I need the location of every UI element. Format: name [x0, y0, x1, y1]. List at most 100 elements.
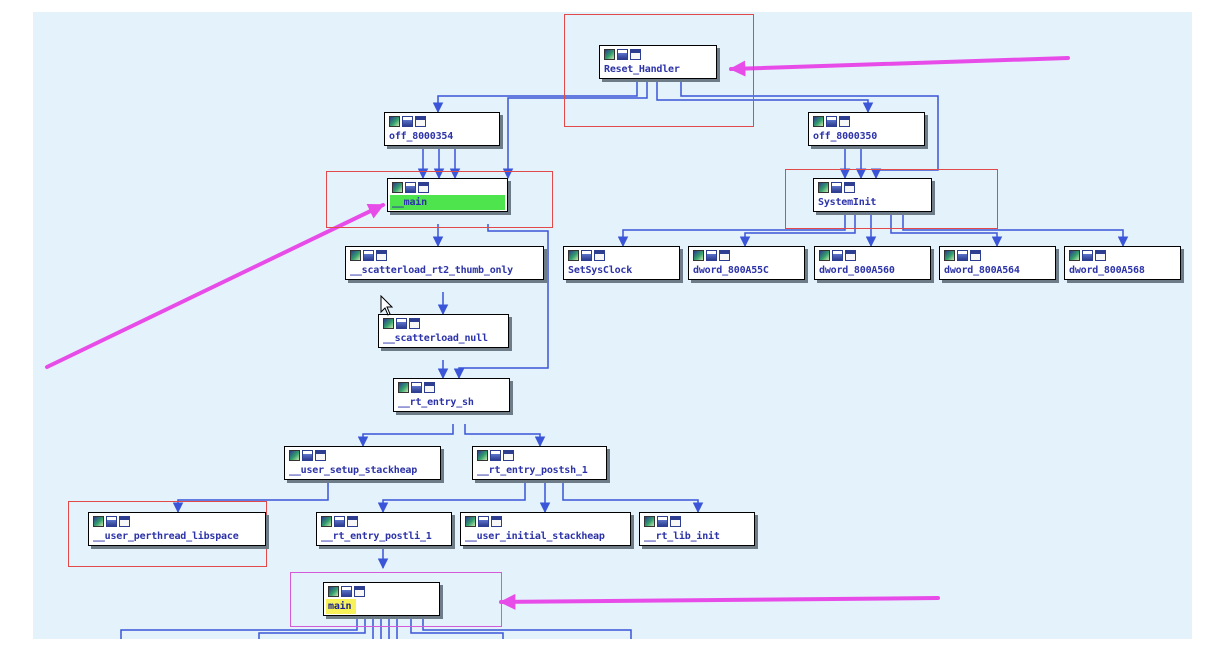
chart-icon[interactable]	[334, 516, 345, 527]
proximity-icon[interactable]	[354, 586, 365, 597]
node-dword-800a560[interactable]: dword_800A560	[814, 246, 931, 280]
proximity-icon[interactable]	[491, 516, 502, 527]
node-label: __rt_entry_postli_1	[321, 531, 432, 542]
chart-icon[interactable]	[1082, 250, 1093, 261]
chart-icon[interactable]	[302, 450, 313, 461]
chart-icon[interactable]	[490, 450, 501, 461]
proximity-icon[interactable]	[119, 516, 130, 527]
graph-view-icon[interactable]	[383, 318, 394, 329]
chart-icon[interactable]	[405, 182, 416, 193]
graph-view-icon[interactable]	[644, 516, 655, 527]
chart-icon[interactable]	[106, 516, 117, 527]
node-reset-handler[interactable]: Reset_Handler	[599, 45, 717, 79]
node-user-setup-stackheap[interactable]: __user_setup_stackheap	[284, 446, 441, 480]
chart-icon[interactable]	[826, 116, 837, 127]
node-systeminit[interactable]: SystemInit	[813, 178, 932, 212]
node-label: __scatterload_null	[383, 333, 488, 344]
node-dword-800a564[interactable]: dword_800A564	[939, 246, 1056, 280]
proximity-icon[interactable]	[347, 516, 358, 527]
graph-view-icon[interactable]	[465, 516, 476, 527]
chart-icon[interactable]	[657, 516, 668, 527]
node-label: dword_800A568	[1069, 265, 1145, 276]
node-main-init[interactable]: __main	[387, 178, 508, 212]
proximity-icon[interactable]	[418, 182, 429, 193]
graph-view-icon[interactable]	[477, 450, 488, 461]
node-label: off_8000350	[813, 131, 878, 142]
chart-icon[interactable]	[617, 49, 628, 60]
graph-view-icon[interactable]	[819, 250, 830, 261]
node-user-perthread-libspace[interactable]: __user_perthread_libspace	[88, 512, 266, 546]
node-label: __main	[390, 195, 505, 210]
proximity-icon[interactable]	[845, 250, 856, 261]
graph-view-icon[interactable]	[944, 250, 955, 261]
graph-view-icon[interactable]	[568, 250, 579, 261]
proximity-icon[interactable]	[594, 250, 605, 261]
proximity-icon[interactable]	[424, 382, 435, 393]
graph-view-icon[interactable]	[392, 182, 403, 193]
node-setsysclock[interactable]: SetSysClock	[563, 246, 680, 280]
graph-canvas[interactable]: Reset_Handler off_8000354 off_8000350 __…	[33, 12, 1192, 639]
graph-view-icon[interactable]	[693, 250, 704, 261]
proximity-icon[interactable]	[415, 116, 426, 127]
graph-view-icon[interactable]	[604, 49, 615, 60]
proximity-icon[interactable]	[630, 49, 641, 60]
graph-view-icon[interactable]	[328, 586, 339, 597]
node-rt-entry-sh[interactable]: __rt_entry_sh	[393, 378, 510, 412]
highlight-box-main	[290, 572, 502, 627]
node-dword-800a568[interactable]: dword_800A568	[1064, 246, 1181, 280]
proximity-icon[interactable]	[844, 182, 855, 193]
chart-icon[interactable]	[831, 182, 842, 193]
node-label: SetSysClock	[568, 265, 633, 276]
chart-icon[interactable]	[832, 250, 843, 261]
graph-view-icon[interactable]	[398, 382, 409, 393]
proximity-icon[interactable]	[670, 516, 681, 527]
node-label: __rt_entry_sh	[398, 397, 474, 408]
proximity-icon[interactable]	[839, 116, 850, 127]
chart-icon[interactable]	[706, 250, 717, 261]
proximity-icon[interactable]	[503, 450, 514, 461]
graph-view-icon[interactable]	[289, 450, 300, 461]
node-label: __user_setup_stackheap	[289, 465, 418, 476]
graph-view-icon[interactable]	[818, 182, 829, 193]
graph-view-icon[interactable]	[813, 116, 824, 127]
chart-icon[interactable]	[363, 250, 374, 261]
proximity-icon[interactable]	[409, 318, 420, 329]
highlight-box-reset-handler	[564, 14, 754, 127]
node-scatterload-null[interactable]: __scatterload_null	[378, 314, 509, 348]
node-off-8000350[interactable]: off_8000350	[808, 112, 925, 146]
chart-icon[interactable]	[341, 586, 352, 597]
graph-view-icon[interactable]	[93, 516, 104, 527]
node-rt-entry-postsh-1[interactable]: __rt_entry_postsh_1	[472, 446, 607, 480]
chart-icon[interactable]	[581, 250, 592, 261]
node-user-initial-stackheap[interactable]: __user_initial_stackheap	[460, 512, 631, 546]
node-label: dword_800A564	[944, 265, 1020, 276]
node-label: __scatterload_rt2_thumb_only	[350, 265, 513, 276]
proximity-icon[interactable]	[1095, 250, 1106, 261]
node-dword-800a55c[interactable]: dword_800A55C	[688, 246, 805, 280]
node-label: off_8000354	[389, 131, 454, 142]
graph-view-icon[interactable]	[321, 516, 332, 527]
proximity-icon[interactable]	[970, 250, 981, 261]
node-main[interactable]: main	[323, 582, 440, 616]
highlight-box-systeminit	[785, 169, 998, 229]
chart-icon[interactable]	[957, 250, 968, 261]
node-rt-lib-init[interactable]: __rt_lib_init	[639, 512, 755, 546]
chart-icon[interactable]	[478, 516, 489, 527]
node-scatterload-rt2[interactable]: __scatterload_rt2_thumb_only	[345, 246, 544, 280]
proximity-icon[interactable]	[376, 250, 387, 261]
node-rt-entry-postli-1[interactable]: __rt_entry_postli_1	[316, 512, 452, 546]
node-label: Reset_Handler	[604, 64, 680, 75]
graph-view-icon[interactable]	[350, 250, 361, 261]
graph-view-icon[interactable]	[389, 116, 400, 127]
node-label: __rt_entry_postsh_1	[477, 465, 588, 476]
node-label: dword_800A55C	[693, 265, 769, 276]
chart-icon[interactable]	[396, 318, 407, 329]
proximity-icon[interactable]	[719, 250, 730, 261]
proximity-icon[interactable]	[315, 450, 326, 461]
node-label: __rt_lib_init	[644, 531, 720, 542]
node-label: __user_initial_stackheap	[465, 531, 605, 542]
chart-icon[interactable]	[402, 116, 413, 127]
chart-icon[interactable]	[411, 382, 422, 393]
graph-view-icon[interactable]	[1069, 250, 1080, 261]
node-off-8000354[interactable]: off_8000354	[384, 112, 500, 146]
